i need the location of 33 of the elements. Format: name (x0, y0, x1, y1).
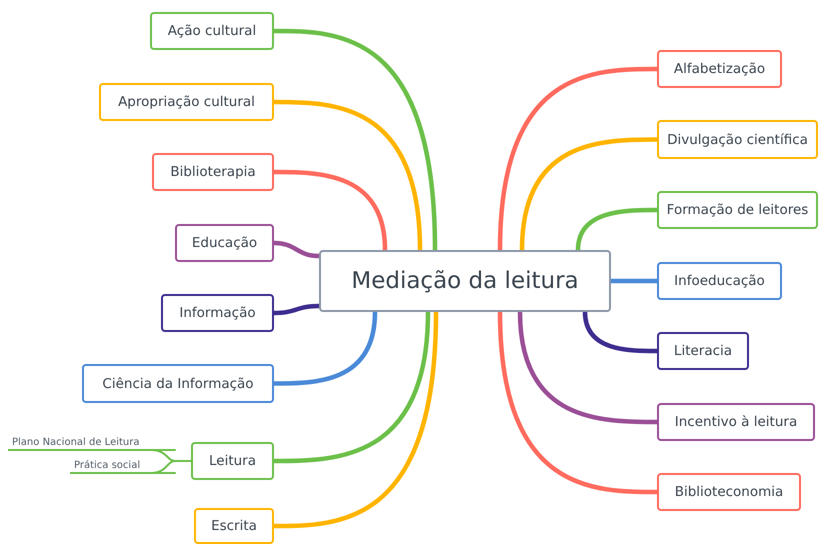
topic-box: Infoeducação (657, 262, 782, 300)
branch-line (272, 28, 438, 252)
central-topic: Mediação da leitura (319, 250, 611, 312)
topic-box: Biblioteconomia (657, 473, 801, 511)
topic-box: Literacia (657, 332, 749, 370)
branch-line (576, 208, 660, 252)
branch-line (272, 310, 378, 386)
topic-box: Divulgação científica (657, 120, 818, 159)
topic-box: Educação (175, 224, 274, 262)
topic-box: Incentivo à leitura (657, 403, 815, 441)
branch-line (272, 310, 438, 528)
topic-box: Leitura (191, 442, 274, 480)
topic-box: Ação cultural (150, 12, 274, 50)
branch-line (608, 278, 660, 284)
branch-line (272, 100, 422, 252)
branch-line (498, 310, 660, 494)
branch-line (518, 310, 660, 424)
branch-line (520, 137, 660, 252)
topic-box: Ciência da Informação (82, 364, 274, 403)
topic-box: Escrita (194, 508, 274, 544)
branch-line (272, 310, 430, 464)
topic-box: Apropriação cultural (99, 83, 274, 121)
topic-box: Biblioterapia (152, 153, 274, 191)
branch-line (272, 304, 322, 316)
branch-line (272, 240, 322, 258)
topic-box: Formação de leitores (657, 191, 818, 229)
branch-line (582, 310, 660, 354)
branch-line (498, 66, 660, 252)
topic-box: Informação (161, 294, 274, 332)
topic-box: Alfabetização (657, 50, 782, 88)
subtopic-label: Prática social (70, 456, 175, 474)
subtopic-label: Plano Nacional de Leitura (8, 432, 175, 451)
branch-line (272, 170, 388, 252)
